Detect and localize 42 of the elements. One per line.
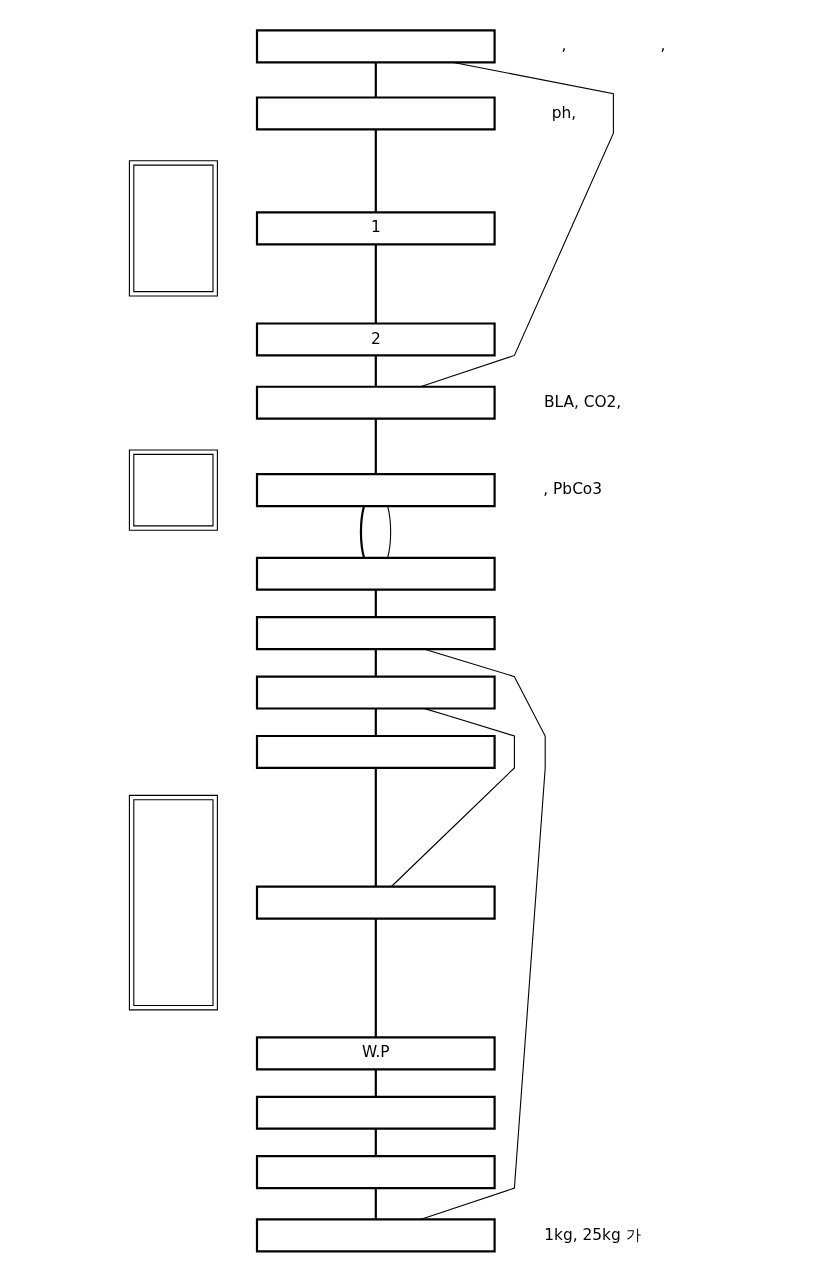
- node-box: 2: [255, 322, 496, 357]
- connector: [374, 244, 377, 324]
- node-box: [255, 734, 496, 770]
- connector: [374, 1069, 377, 1097]
- connector: [374, 419, 377, 474]
- connector: [374, 918, 377, 1038]
- node-box: [255, 616, 496, 651]
- connector: [391, 708, 515, 887]
- node-box: [255, 473, 496, 508]
- node-box: [128, 794, 218, 1011]
- connector: [359, 505, 366, 558]
- connector: [374, 1128, 377, 1156]
- node-box: W.P: [255, 1036, 496, 1071]
- connector: [374, 129, 377, 213]
- connector: [374, 589, 377, 617]
- label: ph,: [551, 103, 577, 122]
- node-box: [255, 1095, 496, 1130]
- connector: [419, 648, 546, 1220]
- node-box: [255, 885, 496, 920]
- label: , PbCo3: [543, 480, 603, 499]
- node-box: [255, 96, 496, 131]
- connector: [374, 62, 377, 98]
- label: 1kg, 25kg 가: [544, 1225, 641, 1244]
- connector: [374, 355, 377, 387]
- connector: [374, 768, 377, 887]
- label: BLA, CO2,: [543, 392, 622, 411]
- connector: [419, 61, 614, 388]
- node-box: [255, 385, 496, 420]
- node-box: 1: [255, 211, 496, 246]
- connector: [387, 505, 392, 559]
- node-box: [255, 1155, 496, 1190]
- connector: [374, 708, 377, 736]
- node-box: [255, 29, 496, 64]
- node-box: [128, 160, 218, 297]
- node-box: [255, 675, 496, 710]
- label: ,: [561, 36, 567, 55]
- node-box: [255, 1218, 496, 1253]
- connector: [374, 649, 377, 677]
- connector: [374, 1188, 377, 1220]
- node-box: [255, 556, 496, 591]
- label: ,: [660, 36, 666, 55]
- node-box: [128, 449, 218, 531]
